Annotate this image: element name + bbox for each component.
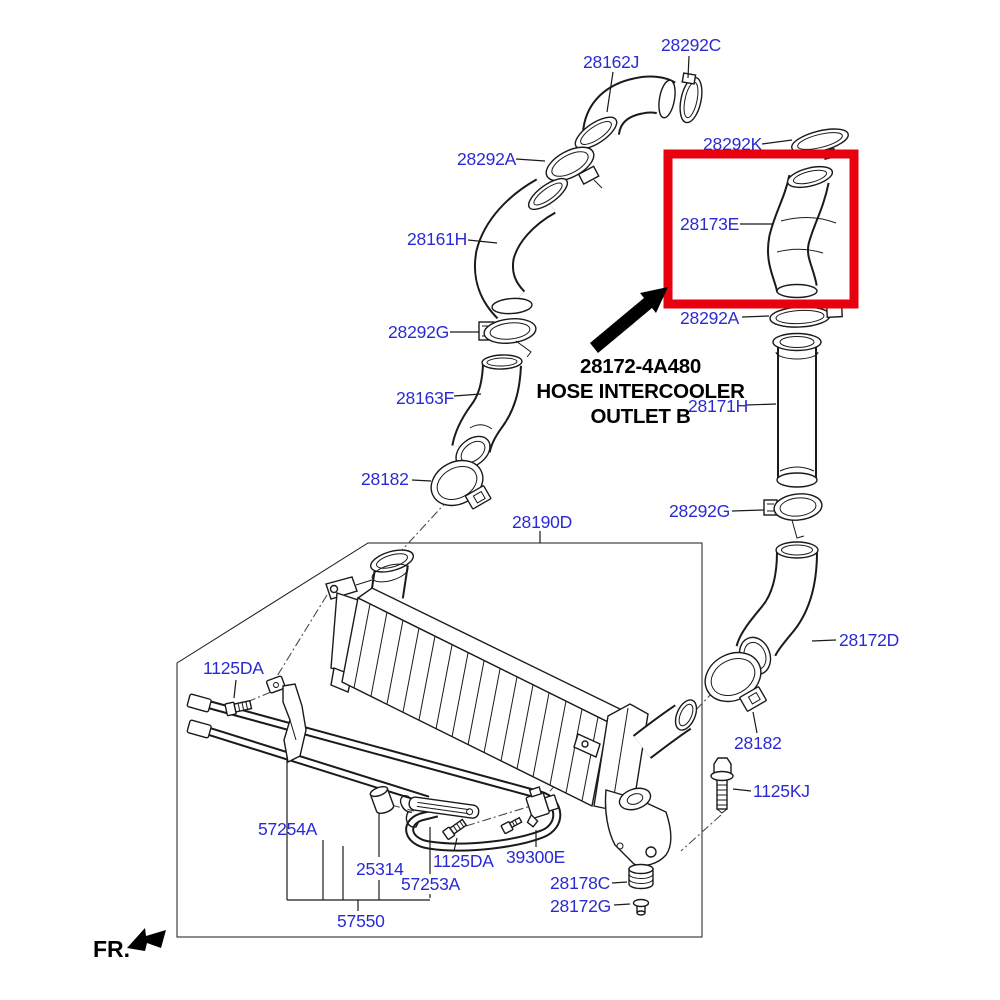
grommet-28178C-drawing [628, 863, 654, 890]
part-label-28182[interactable]: 28182 [361, 469, 409, 489]
hose-28173E-drawing [767, 165, 837, 299]
part-label-28163f[interactable]: 28163F [396, 388, 455, 408]
intercooler-assembly-drawing [325, 549, 698, 867]
part-label-28182-2[interactable]: 28182 [734, 733, 782, 753]
bolt-1125KJ-drawing [710, 757, 734, 814]
part-label-28171h[interactable]: 28171H [688, 396, 749, 416]
part-label-28161h[interactable]: 28161H [407, 229, 468, 249]
selected-part-callout: 28172-4A480 HOSE INTERCOOLER OUTLET B [518, 354, 763, 429]
clamp-28292C-drawing [679, 72, 703, 124]
highlight-box [663, 149, 859, 309]
part-label-28292a[interactable]: 28292A [457, 149, 517, 169]
intercooler-upper-bracket [325, 576, 358, 600]
intercooler-fins [353, 603, 599, 802]
clamp-28292G-right-drawing [763, 493, 823, 539]
bracket-57254A-drawing [282, 683, 307, 764]
front-direction-label: FR. [93, 936, 131, 962]
part-label-57550[interactable]: 57550 [337, 911, 385, 931]
bracket-57253A-drawing [399, 795, 480, 828]
part-label-28190d[interactable]: 28190D [512, 512, 573, 532]
clamp-28182-right-drawing [704, 651, 767, 712]
part-label-28292a-2[interactable]: 28292A [680, 308, 740, 328]
hose-28162J-drawing [574, 75, 676, 150]
callout-part-name-line2: OUTLET B [590, 405, 691, 428]
part-label-28292g-2[interactable]: 28292G [669, 501, 731, 521]
part-label-28292g[interactable]: 28292G [388, 322, 450, 342]
part-label-28173e[interactable]: 28173E [680, 214, 740, 234]
bolt-1125DA-left-drawing [224, 699, 253, 717]
clamp-28182-left-drawing [430, 459, 492, 510]
part-label-28292c[interactable]: 28292C [661, 35, 722, 55]
fr-arrow-icon [127, 928, 166, 951]
clamp-28292G-left-drawing [478, 318, 537, 358]
part-label-1125da-2[interactable]: 1125DA [433, 851, 494, 871]
intercooler-outlet-bracket [604, 789, 672, 867]
assembly-boundary [176, 542, 703, 938]
callout-part-name-line1: HOSE INTERCOOLER [536, 380, 745, 403]
part-label-1125da[interactable]: 1125DA [203, 658, 264, 678]
hose-28163F-drawing [451, 354, 523, 469]
part-label-57253a[interactable]: 57253A [401, 874, 461, 894]
clamp-28292A-topleft-drawing [545, 146, 603, 189]
bolt-1125DA-bottom-drawing [442, 818, 468, 840]
part-label-28178c[interactable]: 28178C [550, 873, 611, 893]
pipe-assembly-57550-drawing [186, 675, 562, 852]
leader-lines [233, 55, 837, 911]
callout-part-number: 28172-4A480 [580, 355, 701, 378]
sensor-39300E-drawing [500, 786, 560, 835]
bushing-25314-drawing [369, 785, 395, 814]
part-label-28162j[interactable]: 28162J [583, 52, 640, 72]
part-label-57254a[interactable]: 57254A [258, 819, 318, 839]
part-label-1125kj[interactable]: 1125KJ [753, 781, 810, 801]
part-label-25314[interactable]: 25314 [356, 859, 404, 879]
part-label-39300e[interactable]: 39300E [506, 847, 566, 867]
part-label-28172g[interactable]: 28172G [550, 896, 612, 916]
hose-28161H-drawing [474, 177, 569, 320]
callout-arrow [590, 287, 668, 353]
clamp-28292A-right-drawing [769, 305, 843, 328]
screw-28172G-drawing [632, 898, 650, 916]
part-label-28172d[interactable]: 28172D [839, 630, 900, 650]
pipe-28171H-drawing [772, 332, 822, 488]
part-label-28292k[interactable]: 28292K [703, 134, 763, 154]
pipe-clip [265, 675, 286, 694]
